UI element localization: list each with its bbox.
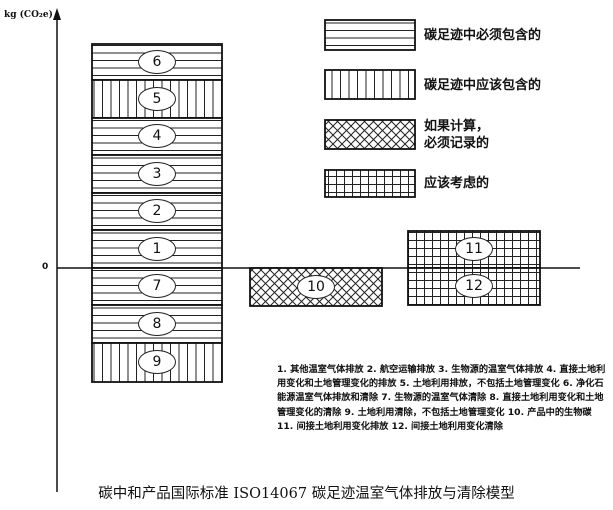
label-6: 6	[138, 50, 176, 74]
legend-swatch-vertical	[324, 69, 416, 100]
label-1: 1	[138, 237, 176, 261]
label-2: 2	[138, 199, 176, 223]
caption: 碳中和产品国际标准 ISO14067 碳足迹温室气体排放与清除模型	[98, 486, 515, 502]
label-11: 11	[455, 237, 493, 261]
y-axis-label: kg (CO₂e)	[4, 10, 53, 20]
label-3: 3	[138, 162, 176, 186]
label-12: 12	[455, 274, 493, 298]
legend-label-must-include: 碳足迹中必须包含的	[424, 28, 542, 43]
zero-label: 0	[42, 262, 49, 272]
label-4: 4	[138, 124, 176, 148]
legend-line: 必须记录的	[424, 136, 490, 151]
y-axis-arrow	[53, 8, 61, 20]
label-10: 10	[297, 275, 335, 299]
legend-swatch-horizontal	[324, 19, 416, 51]
notes-text: 1. 其他温室气体排放 2. 航空运输排放 3. 生物源的温室气体排放 4. 直…	[277, 364, 606, 432]
legend-label-should-include: 碳足迹中应该包含的	[424, 78, 542, 93]
label-9: 9	[138, 350, 176, 374]
legend-swatch-grid	[324, 169, 416, 198]
legend-label-must-record: 如果计算， 必须记录的	[424, 118, 489, 152]
legend-swatch-crosshatch	[324, 119, 416, 150]
label-8: 8	[138, 312, 176, 336]
label-7: 7	[138, 274, 176, 298]
legend-line: 如果计算，	[424, 119, 490, 134]
legend-label-should-consider: 应该考虑的	[424, 176, 490, 191]
label-5: 5	[138, 87, 176, 111]
